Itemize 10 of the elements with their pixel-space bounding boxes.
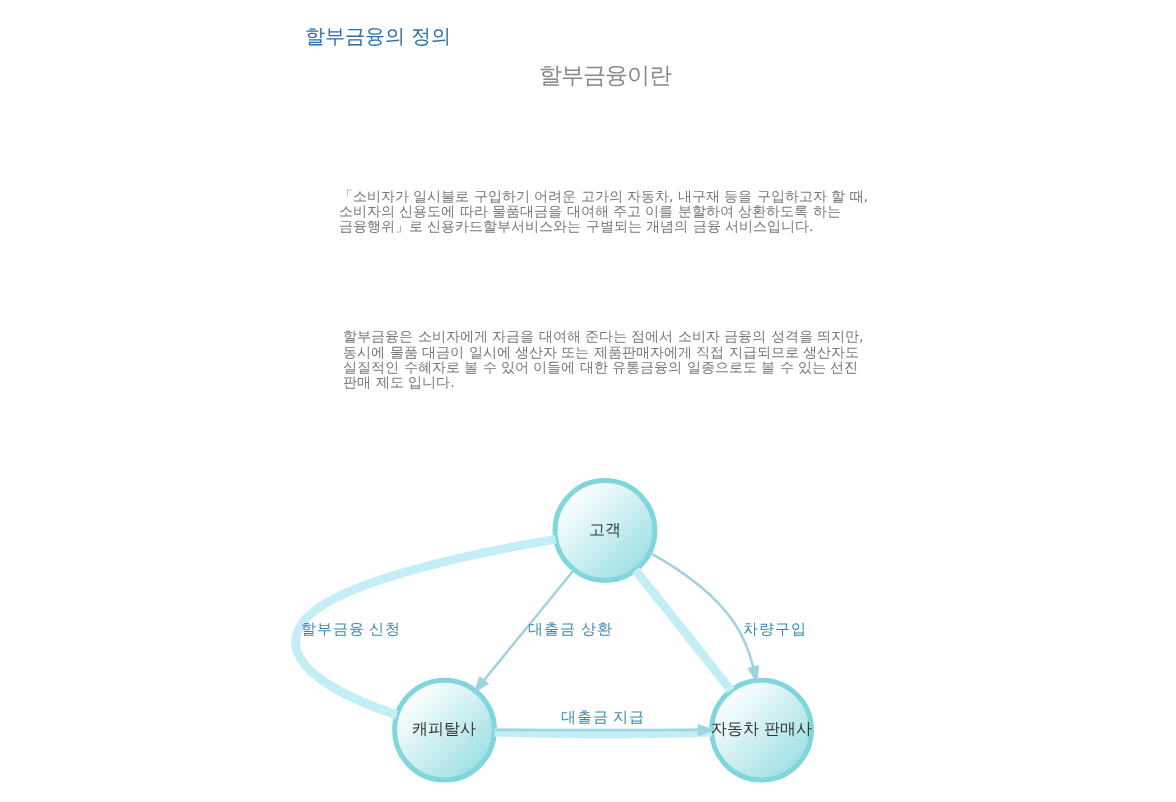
connector <box>632 567 735 694</box>
arrow <box>473 568 575 694</box>
label: 할부금융이란 <box>538 61 671 90</box>
diagram-title: 할부금융의 정의 <box>304 27 452 50</box>
node-circle: 고객 <box>552 478 658 583</box>
arrow <box>649 551 760 684</box>
connector <box>291 534 557 720</box>
arrow <box>494 723 716 737</box>
node-circle: 자동차 판매사 <box>709 677 814 783</box>
connector <box>494 727 712 739</box>
